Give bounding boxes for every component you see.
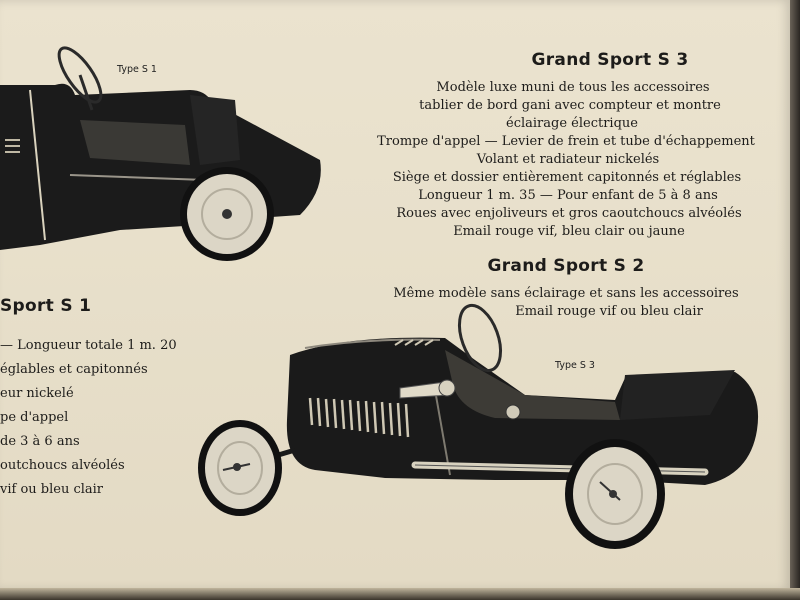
catalog-page: Type S 1 Grand Sport S 3 Modèle luxe mun…: [0, 0, 792, 590]
s1-line-6: outchoucs alvéolés: [0, 458, 125, 473]
caption-type-s1: Type S 1: [117, 64, 157, 75]
page-bottom-edge: [0, 588, 800, 600]
page-edge-shadow: [790, 0, 800, 600]
s3-line-8: Roues avec enjoliveurs et gros caoutchou…: [396, 206, 742, 221]
s2-line-1: Même modèle sans éclairage et sans les a…: [393, 286, 739, 301]
car-illustration-type-s1: [0, 46, 321, 261]
s1-line-4: pe d'appel: [0, 410, 69, 425]
s1-line-7: vif ou bleu clair: [0, 482, 104, 497]
s3-line-2: tablier de bord gani avec compteur et mo…: [419, 98, 721, 113]
title-sport-s1: Sport S 1: [0, 296, 92, 316]
s2-line-2: Email rouge vif ou bleu clair: [515, 304, 703, 319]
car-illustration-type-s3: [198, 303, 759, 549]
s1-line-2: églables et capitonnés: [0, 362, 148, 377]
s3-line-7: Longueur 1 m. 35 — Pour enfant de 5 à 8 …: [418, 188, 718, 203]
s3-line-4: Trompe d'appel — Levier de frein et tube…: [377, 134, 755, 149]
caption-type-s3: Type S 3: [555, 360, 595, 371]
s1-line-1: — Longueur totale 1 m. 20: [0, 338, 177, 353]
s3-line-1: Modèle luxe muni de tous les accessoires: [436, 80, 710, 95]
title-grand-sport-s3: Grand Sport S 3: [531, 50, 689, 70]
title-grand-sport-s2: Grand Sport S 2: [487, 256, 645, 276]
s3-line-3: éclairage électrique: [506, 116, 638, 131]
s1-line-5: de 3 à 6 ans: [0, 434, 80, 449]
s3-line-5: Volant et radiateur nickelés: [476, 152, 660, 167]
s1-line-3: eur nickelé: [0, 386, 74, 401]
s3-line-9: Email rouge vif, bleu clair ou jaune: [453, 224, 685, 239]
s3-line-6: Siège et dossier entièrement capitonnés …: [392, 170, 742, 185]
